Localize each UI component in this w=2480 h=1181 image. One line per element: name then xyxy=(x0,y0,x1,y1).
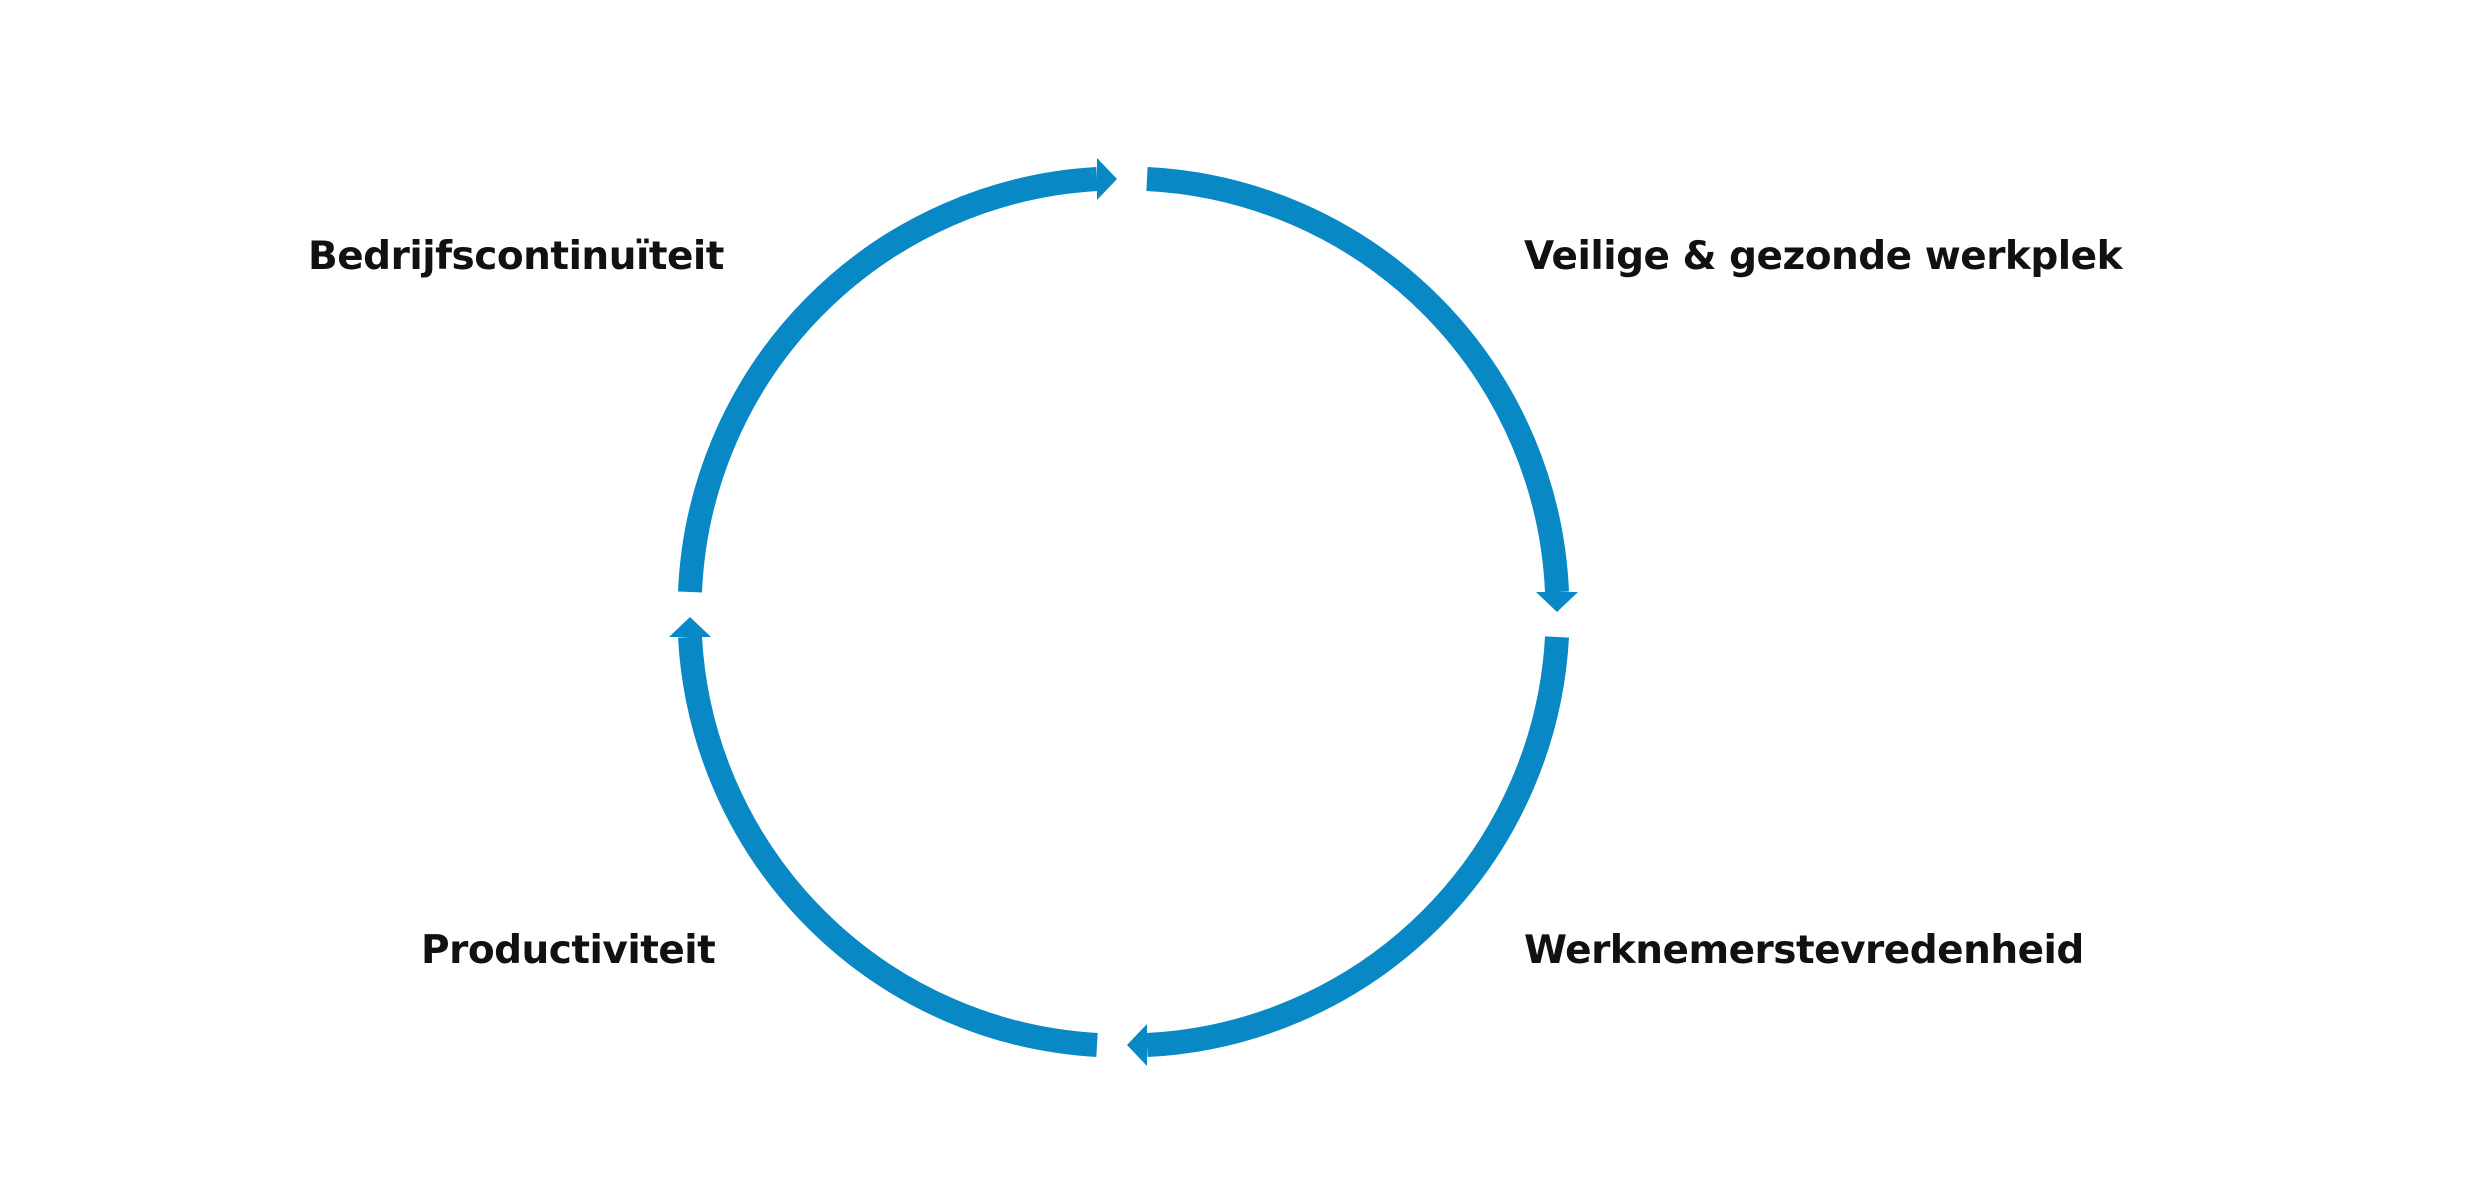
arc-arrow-top-right xyxy=(1146,167,1569,593)
label-productiviteit: Productiviteit xyxy=(421,928,716,973)
arc-arrow-bottom-right xyxy=(1146,636,1569,1057)
arc-arrow-top-left-head xyxy=(1097,158,1117,200)
label-bedrijfscontinuiteit: Bedrijfscontinuïteit xyxy=(308,234,724,279)
label-veilige-gezonde-werkplek: Veilige & gezonde werkplek xyxy=(1524,234,2123,279)
arc-arrow-bottom-left-head xyxy=(669,617,711,637)
arc-arrow-bottom-left xyxy=(678,636,1098,1057)
arc-arrow-top-right-head xyxy=(1536,592,1578,612)
label-werknemerstevredenheid: Werknemerstevredenheid xyxy=(1524,928,2084,973)
arc-arrow-top-left xyxy=(678,167,1098,593)
arc-arrow-bottom-right-head xyxy=(1127,1024,1147,1066)
